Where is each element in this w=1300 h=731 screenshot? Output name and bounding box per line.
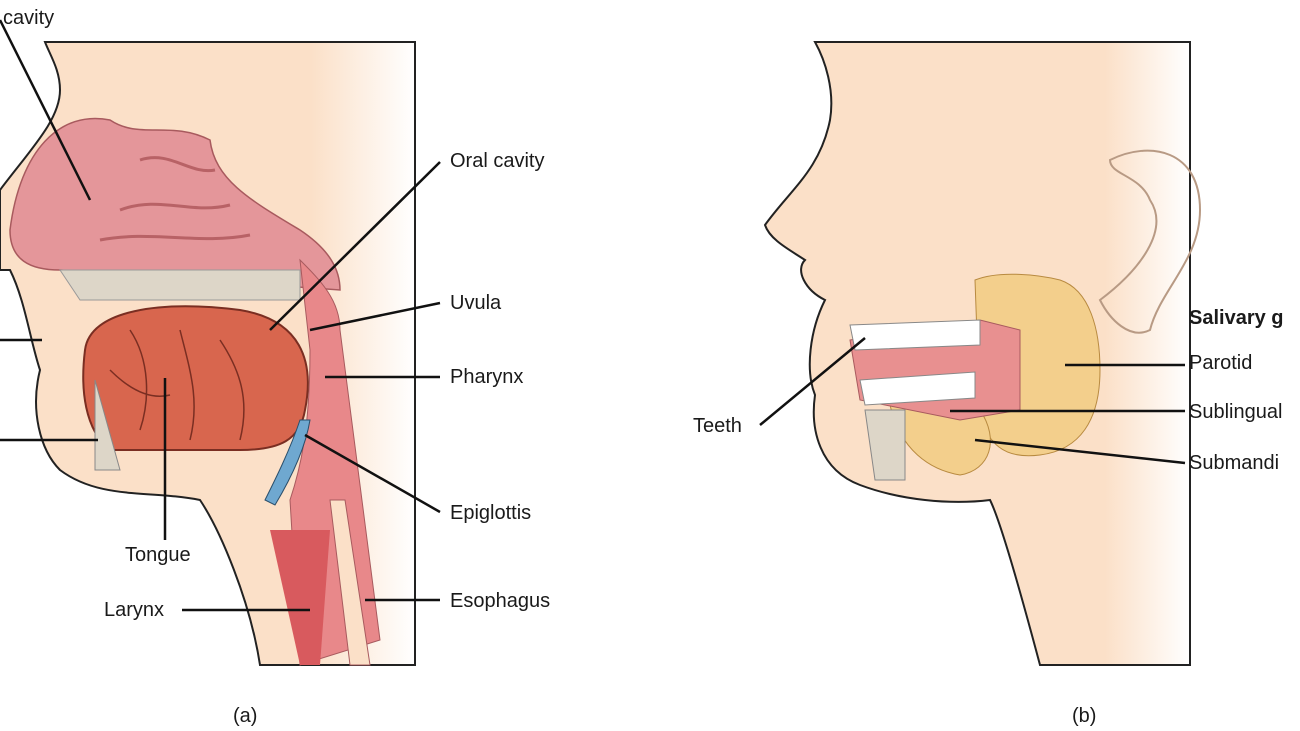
label-teeth: Teeth [693, 415, 742, 437]
label-larynx: Larynx [104, 599, 165, 621]
teeth [849, 319, 981, 406]
label-tongue: Tongue [125, 544, 191, 566]
tongue-muscle-lines [109, 329, 245, 441]
label-submandibular: Submandi [1189, 452, 1280, 474]
panel-b-leader-lines [759, 337, 1186, 465]
label-pharynx: Pharynx [450, 366, 524, 388]
esophagus-wall [329, 499, 371, 666]
caption-b: (b) [1072, 705, 1097, 727]
label-uvula: Uvula [450, 292, 502, 314]
label-sublingual: Sublingual [1189, 401, 1283, 423]
panel-a-leader-lines [0, 19, 441, 612]
ear [1098, 149, 1202, 334]
label-parotid: Parotid [1189, 352, 1253, 374]
caption-a: (a) [233, 705, 258, 727]
nasal-conchae [99, 156, 251, 242]
label-epiglottis: Epiglottis [450, 502, 532, 524]
hard-palate [59, 269, 301, 301]
panel-b-head [763, 41, 1202, 666]
label-salivary-glands: Salivary g [1189, 307, 1284, 329]
tongue [82, 305, 309, 451]
mandible-b [864, 409, 906, 481]
epiglottis [264, 419, 311, 506]
label-oral-cavity: Oral cavity [450, 150, 545, 172]
panel-a-head [0, 41, 416, 666]
label-nasal-cavity: cavity [3, 7, 55, 29]
mandible-a [94, 379, 121, 471]
larynx [270, 530, 330, 665]
label-esophagus: Esophagus [450, 590, 551, 612]
